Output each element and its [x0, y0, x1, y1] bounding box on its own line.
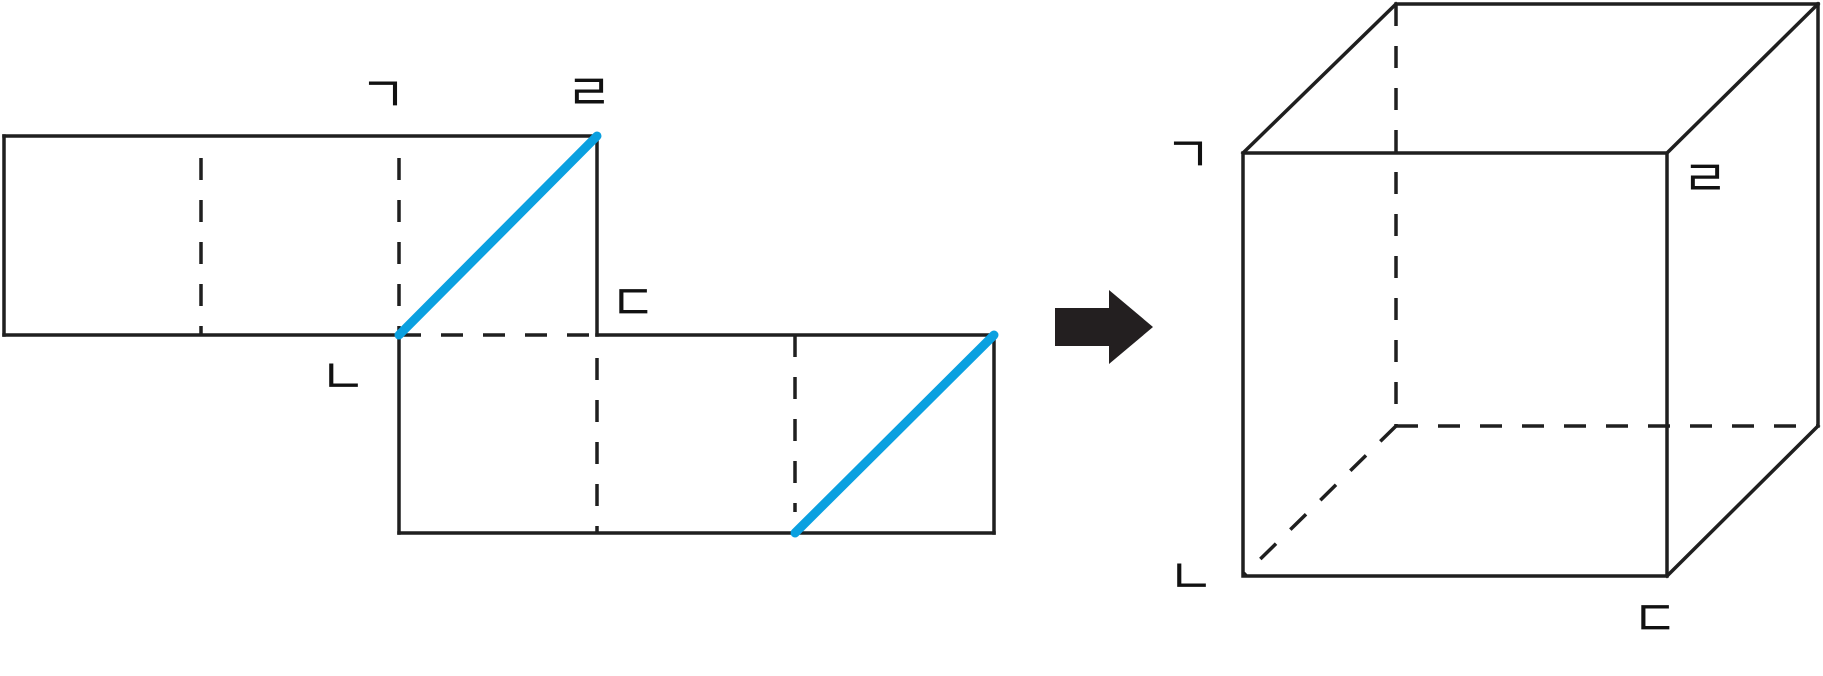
net-vertex-label-d: ㄷ [610, 274, 656, 332]
cube-vertex-label-r: ㄹ [1682, 150, 1728, 208]
net-vertex-label-r: ㄹ [566, 64, 612, 122]
cube-front-face [1241, 151, 1669, 578]
cube-edge-top-right [1664, 1, 1821, 156]
net-blue-diagonal-1 [394, 131, 602, 340]
net-blue-diagonal-2 [790, 330, 999, 538]
cube-vertex-label-d: ㄷ [1632, 590, 1678, 648]
cube-vertex-label-n: ㄴ [1168, 548, 1214, 606]
cube-hidden-edge-diagonal [1241, 424, 1398, 578]
cube-vertex-label-g: ㄱ [1165, 126, 1211, 184]
right-arrow-icon [1055, 290, 1153, 364]
cube-edge-top-left [1240, 1, 1399, 156]
net-vertex-label-g: ㄱ [360, 66, 406, 124]
cube: ㄱ ㄹ ㄴ ㄷ [1165, 1, 1821, 648]
cube-edge-bottom-right [1664, 423, 1821, 579]
net-vertex-label-n: ㄴ [320, 348, 366, 406]
cube-net: ㄱ ㄹ ㄷ ㄴ [2, 64, 999, 538]
